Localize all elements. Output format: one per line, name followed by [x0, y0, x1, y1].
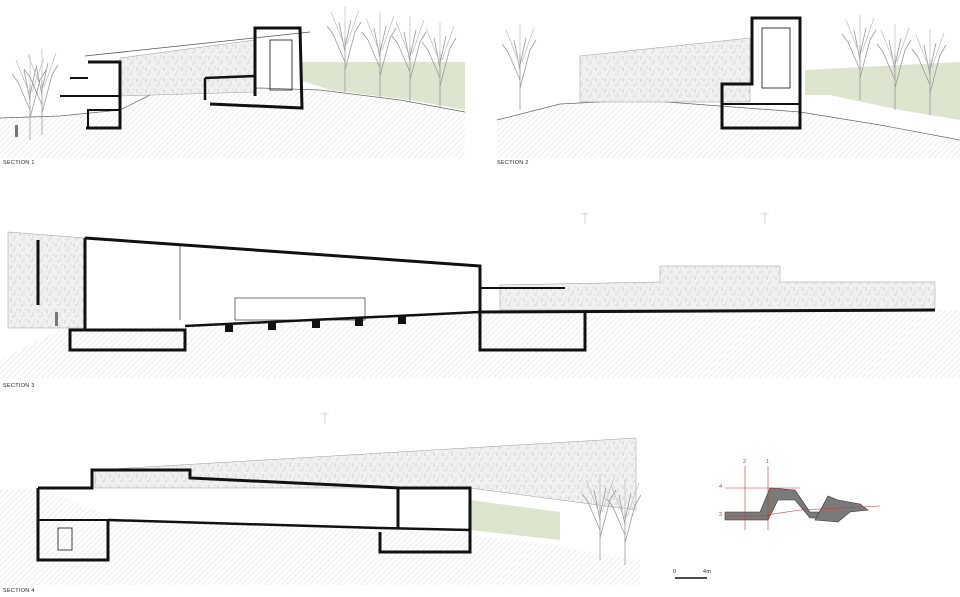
person-figure [55, 312, 58, 326]
support-piers [225, 316, 406, 332]
section-4-label: SECTION 4 [3, 588, 35, 594]
cut-marker-3: 3 [719, 512, 723, 518]
vegetation-area [300, 62, 465, 110]
section-4-drawing [0, 412, 642, 585]
stone-wall [579, 37, 751, 103]
person-figure [15, 125, 18, 137]
stone-wall [94, 437, 637, 511]
section-2-label: SECTION 2 [497, 160, 529, 166]
ground-hatch [0, 488, 640, 585]
section-1-drawing [0, 5, 466, 158]
building-mass-left [60, 60, 122, 130]
stone-wall [119, 39, 256, 97]
section-3-label: SECTION 3 [3, 383, 35, 389]
stone-wall [7, 231, 86, 329]
building-mass-tower [720, 16, 802, 130]
ground-hatch [0, 88, 465, 158]
section-cut-lines [725, 466, 881, 530]
vegetation-area [805, 62, 960, 120]
scale-bar-end: 4m [703, 569, 712, 575]
scale-bar-start: 0 [673, 569, 677, 575]
building-mass-right [203, 26, 304, 110]
stone-wall [499, 265, 936, 311]
cut-marker-4: 4 [719, 484, 723, 490]
section-3-drawing [0, 212, 960, 378]
section-2-drawing [496, 13, 960, 158]
cut-marker-1: 1 [766, 459, 770, 465]
vegetation-area [470, 500, 560, 540]
section-1-label: SECTION 1 [3, 160, 35, 166]
building-mass-long [36, 236, 936, 352]
cut-marker-2: 2 [743, 459, 747, 465]
building-mass-section4 [36, 468, 472, 562]
key-plan [724, 466, 881, 530]
